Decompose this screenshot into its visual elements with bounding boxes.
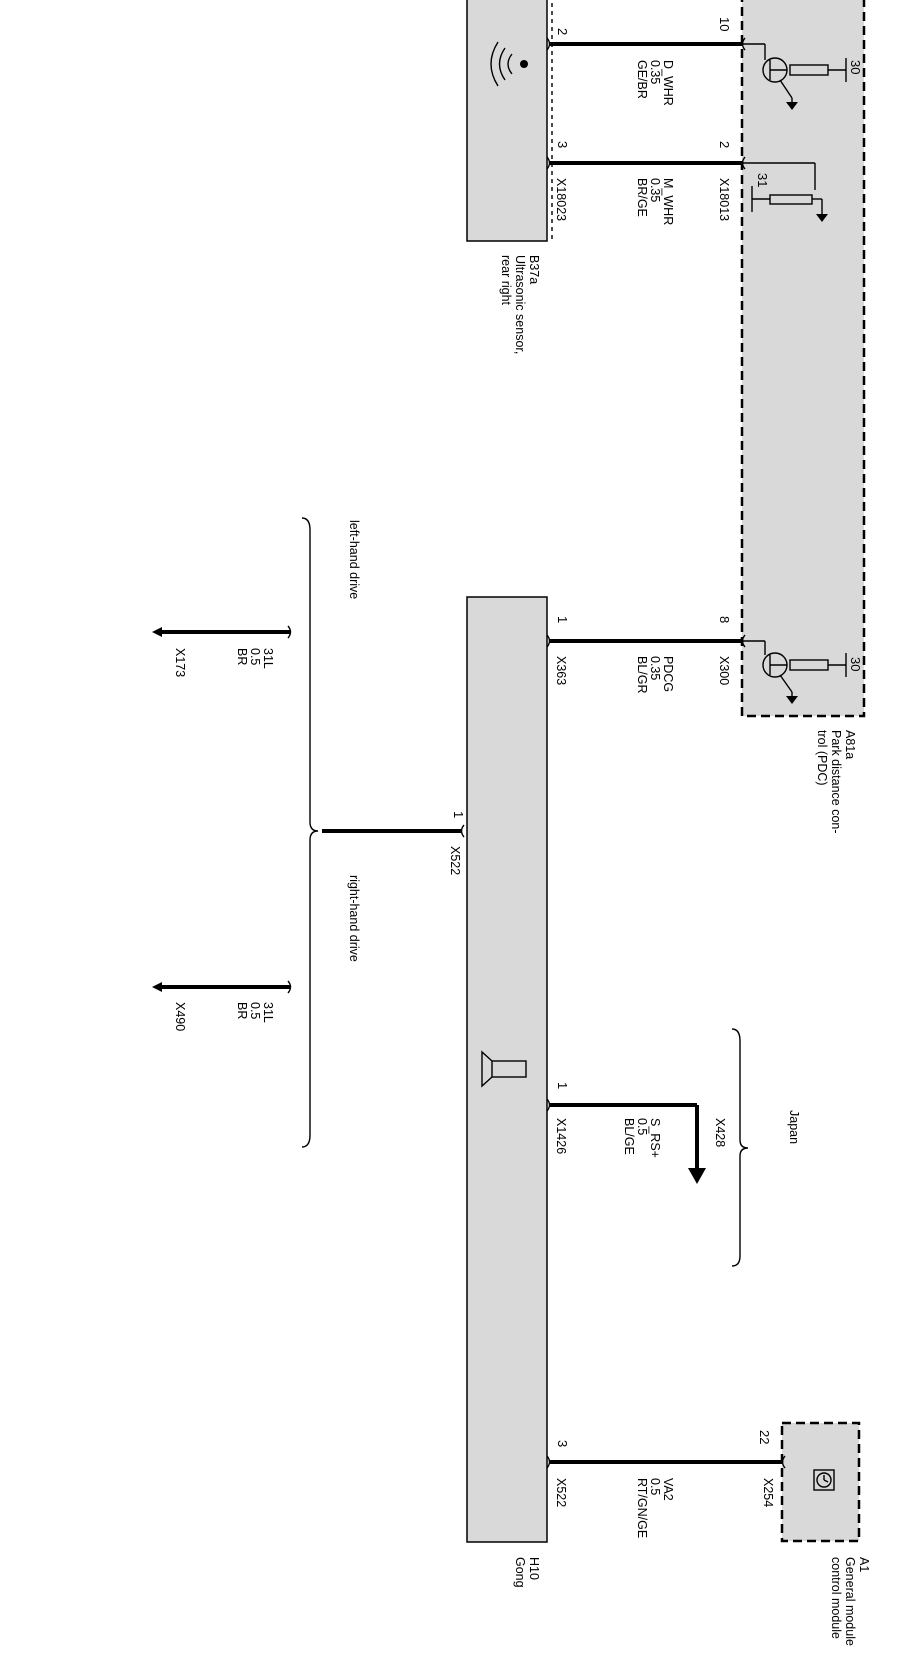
pdc-module-name: trol (PDC): [815, 730, 829, 786]
connector-mark: [546, 1455, 551, 1469]
connector-mark: [460, 824, 465, 838]
pin-number: 1: [555, 1082, 570, 1089]
speaker-icon: [481, 1050, 527, 1088]
terminal-31-label: 31: [755, 173, 770, 187]
wire-size: 0.5: [248, 648, 262, 665]
gong-id: H10: [527, 1557, 541, 1580]
pdc-module-box[interactable]: [740, 0, 866, 718]
pin-number: 3: [555, 1440, 570, 1447]
pin-number: 1: [555, 616, 570, 623]
wire-color: BR/GE: [635, 178, 649, 217]
sensor-name: Ultrasonic sensor,: [513, 255, 527, 354]
pin-number: 1: [451, 811, 466, 818]
ground-terminal: [152, 627, 162, 637]
wire-size: 0.35: [648, 178, 662, 202]
connector-mark: [781, 1455, 786, 1469]
transistor-symbol: [742, 640, 847, 704]
terminal-30-label: 30: [848, 60, 863, 74]
terminal-30-label: 30: [848, 657, 863, 671]
pin-number: 3: [555, 141, 570, 148]
general-module-name: control module: [829, 1557, 843, 1639]
gong-name: Gong: [513, 1557, 527, 1588]
gong-box[interactable]: [466, 596, 548, 1543]
wire-color: RT/GN/GE: [635, 1478, 649, 1538]
connector-id: X254: [761, 1478, 775, 1507]
pdc-module-name: Park distance con-: [829, 730, 843, 834]
wire-color: BR: [235, 1002, 249, 1019]
pin-number: 22: [757, 1430, 772, 1444]
connector-mark: [546, 156, 551, 170]
connector-id: X173: [173, 648, 187, 677]
pin-number: 10: [717, 17, 732, 31]
connector-mark: [546, 37, 551, 51]
wire-color: GE/BR: [635, 60, 649, 99]
wire-name: PDCG: [661, 656, 675, 692]
ground-terminal: [152, 982, 162, 992]
connector-mark: [546, 1098, 551, 1112]
transistor-symbol: [742, 43, 847, 110]
connector-id: X522: [448, 846, 462, 875]
connector-id: X428: [713, 1118, 727, 1147]
wire-name: VA2: [661, 1478, 675, 1501]
connector-id: X1426: [554, 1118, 568, 1154]
wire-size: 0.5: [648, 1478, 662, 1495]
variant-label-lhd: left-hand drive: [347, 520, 361, 599]
wire-color: BL/GE: [622, 1118, 636, 1155]
variant-brace: [731, 1028, 749, 1267]
wire-color: BR: [235, 648, 249, 665]
wire-name: 31L: [261, 1002, 275, 1023]
pin-number: 8: [717, 616, 732, 623]
resistor-symbol: [742, 162, 828, 222]
wire-color: BL/GR: [635, 656, 649, 694]
sensor-id: B37a: [527, 255, 541, 284]
wire-size: 0.5: [248, 1002, 262, 1019]
pin-number: 2: [555, 28, 570, 35]
connector-id: X300: [717, 656, 731, 685]
connector-id: X522: [554, 1478, 568, 1507]
pin-number: 2: [717, 141, 732, 148]
ultrasonic-sensor-box[interactable]: [466, 0, 548, 242]
variant-label-rhd: right-hand drive: [347, 875, 361, 962]
wire-name: D_WHR: [661, 60, 675, 106]
connector-mark: [287, 980, 292, 994]
connector-id: X363: [554, 656, 568, 685]
wire-name: M_WHR: [661, 178, 675, 225]
wire-name: 31L: [261, 648, 275, 669]
wire-size: 0.35: [648, 60, 662, 84]
general-module-box[interactable]: [780, 1421, 861, 1543]
connector-mark: [287, 625, 292, 639]
connector-id: X18023: [554, 178, 568, 221]
arrow-down-icon: [688, 1168, 706, 1184]
connector-id: X490: [173, 1002, 187, 1031]
wire-size: 0.5: [635, 1118, 649, 1135]
connector-id: X18013: [717, 178, 731, 221]
clock-icon: [813, 1469, 835, 1491]
ultrasonic-waves-icon: [490, 41, 528, 87]
pdc-module-id: A81a: [843, 730, 857, 759]
general-module-name: General module: [843, 1557, 857, 1646]
wire-size: 0.35: [648, 656, 662, 680]
variant-label-japan: Japan: [787, 1110, 801, 1144]
variant-brace: [301, 517, 319, 1148]
wire-name: S_RS+: [648, 1118, 662, 1158]
general-module-id: A1: [857, 1557, 871, 1572]
sensor-name: rear right: [499, 255, 513, 306]
connector-mark: [546, 634, 551, 648]
